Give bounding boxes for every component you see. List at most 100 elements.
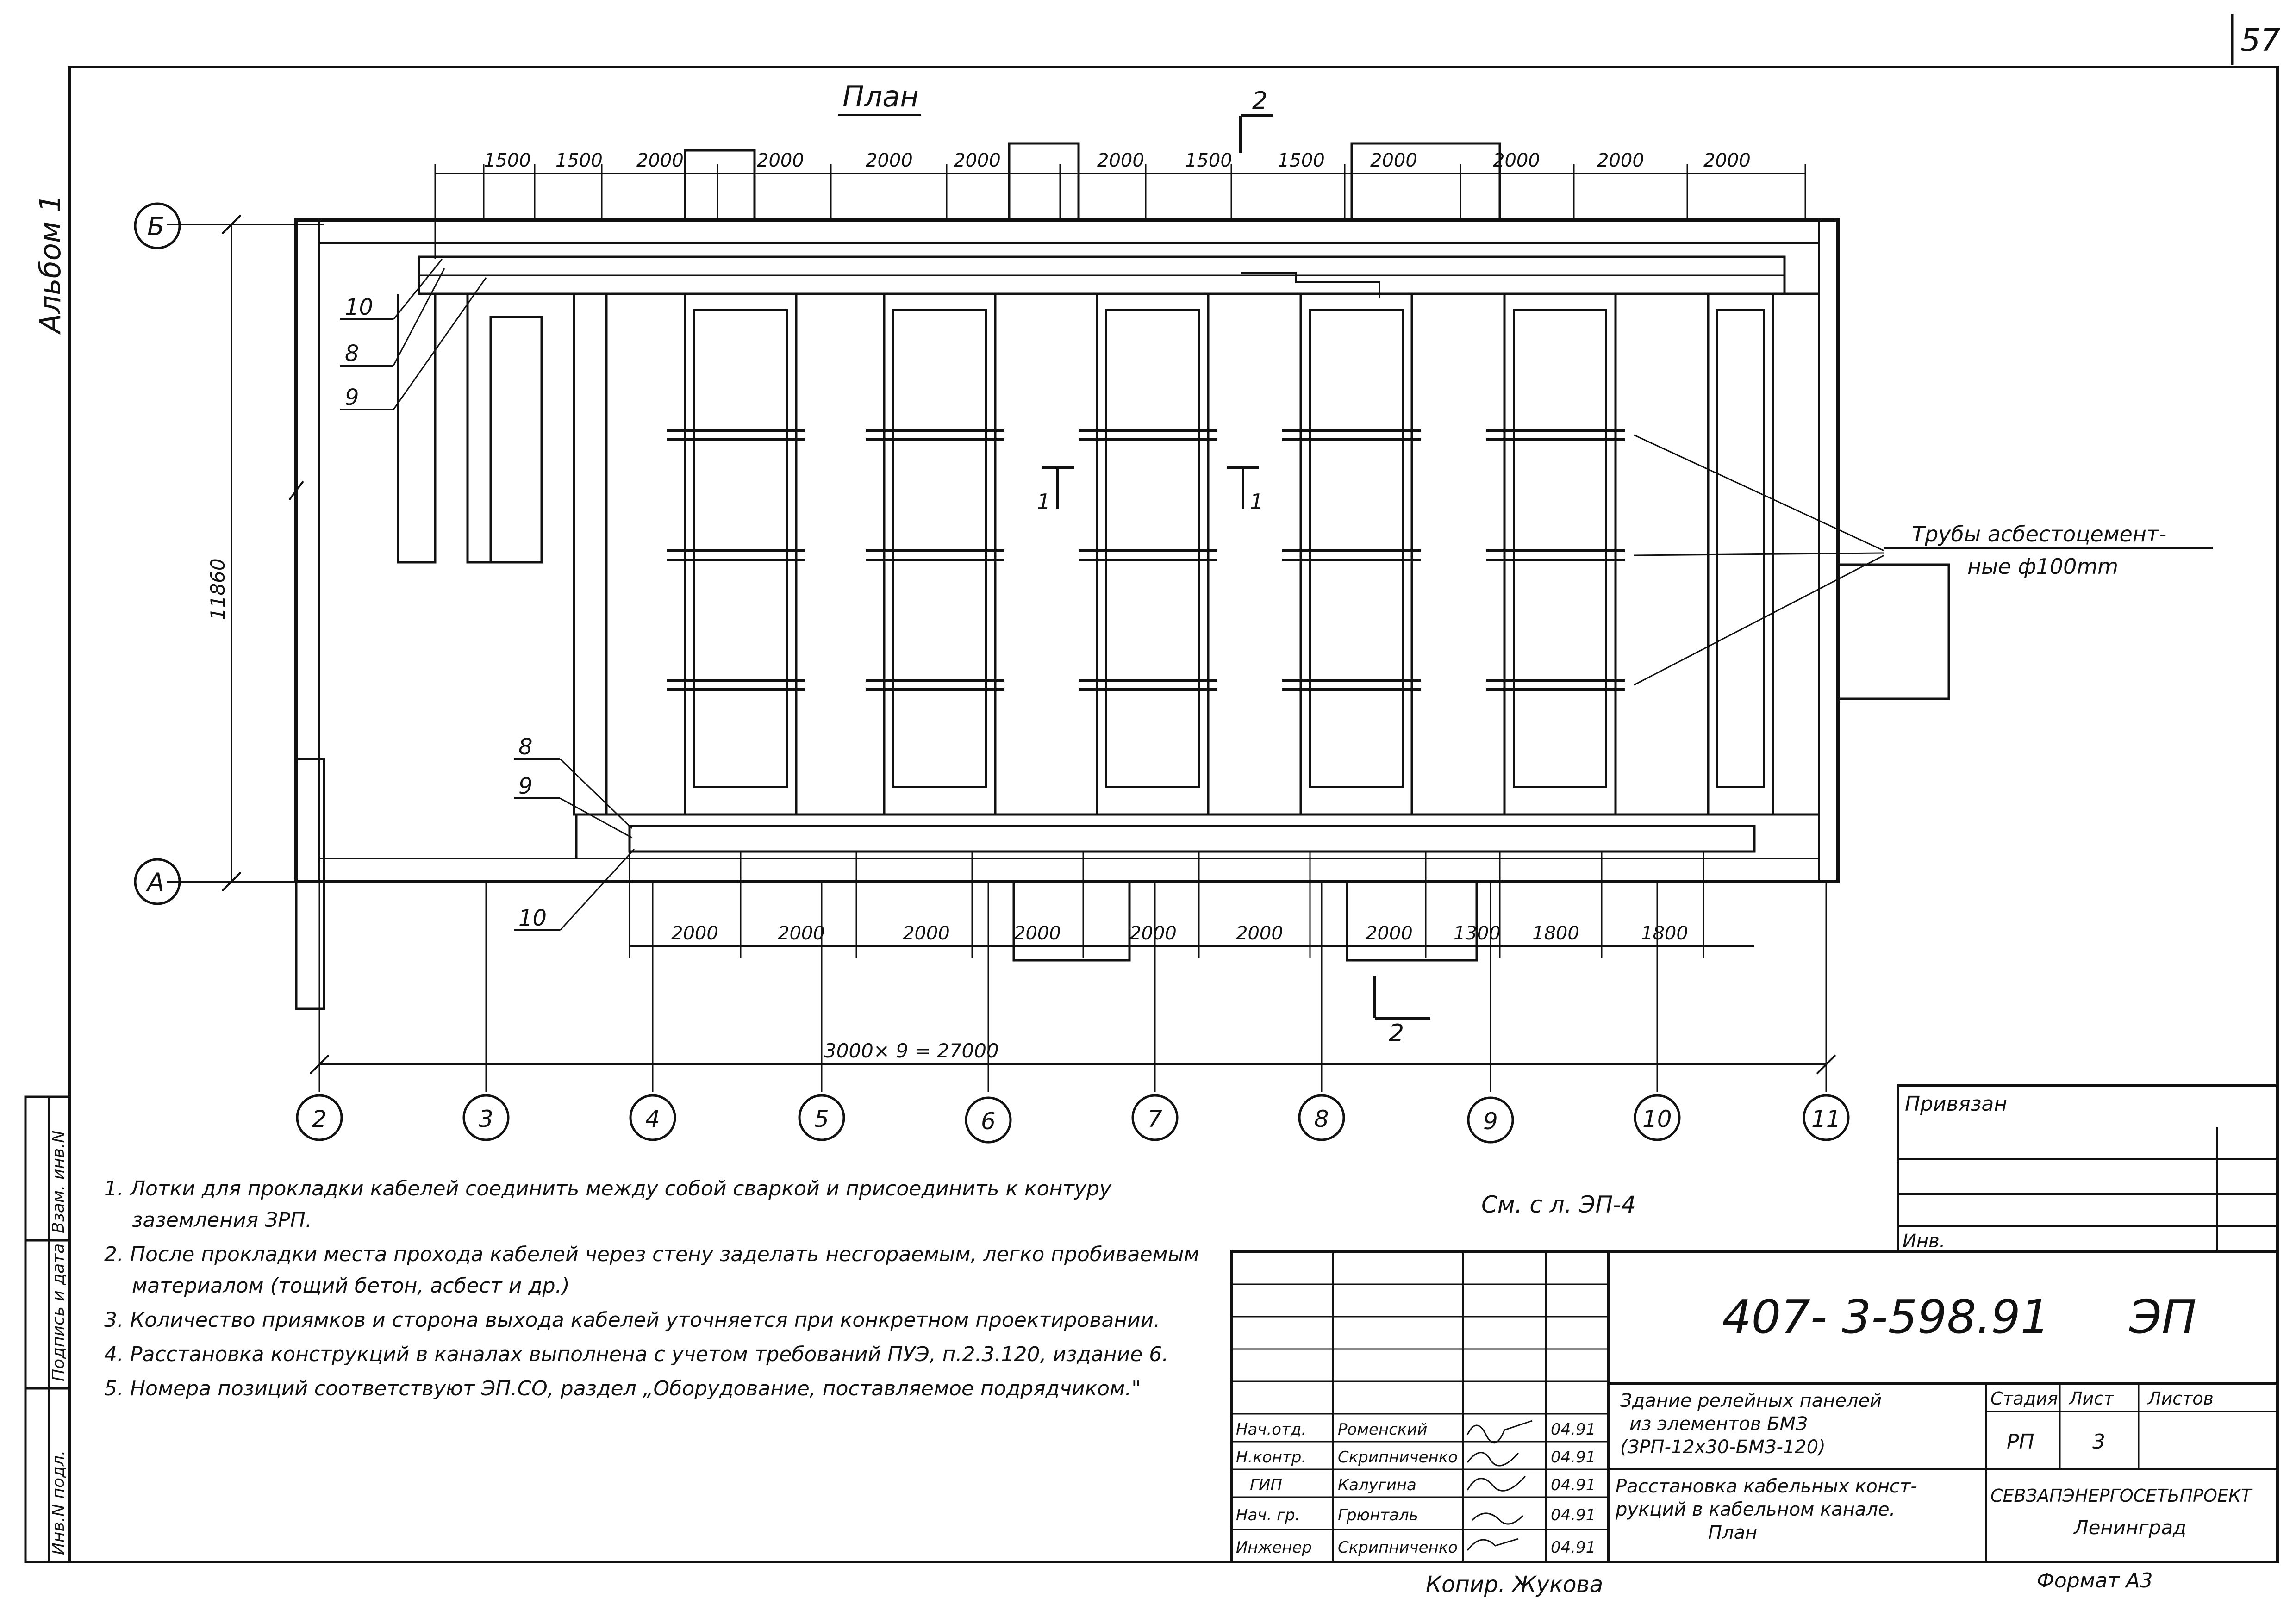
panel-frames — [684, 292, 1774, 816]
drawing-frame — [68, 66, 2279, 1563]
axis-number-11: 11 — [1811, 1106, 1841, 1132]
person-date-3: 04.91 — [1551, 1476, 1596, 1494]
object-line-3: (ЗРП-12х30-БМЗ-120) — [1620, 1436, 1826, 1458]
axis-number-8: 8 — [1314, 1106, 1329, 1132]
top-dim-13: 2000 — [1703, 150, 1751, 171]
top-pits — [684, 142, 1501, 220]
left-strip: Взам. инв.N Подпись и дата Инв.N подл. — [24, 1095, 71, 1563]
inv-label: Инв. — [1903, 1231, 1945, 1252]
signature-1 — [1466, 1420, 1533, 1444]
note-1: 1. Лотки для прокладки кабелей соединить… — [104, 1177, 1111, 1232]
bottom-dim-4: 2000 — [1014, 923, 1061, 944]
note-4: 4. Расстановка конструкций в каналах вып… — [104, 1343, 1169, 1366]
top-dim-2: 1500 — [555, 150, 603, 171]
bottom-dim-5: 2000 — [1129, 923, 1177, 944]
sheets-label: Листов — [2147, 1388, 2214, 1409]
bottom-dim-3: 2000 — [903, 923, 950, 944]
person-date-5: 04.91 — [1551, 1538, 1596, 1557]
left-strip-label-3: Инв.N подл. — [49, 1450, 68, 1555]
callout-top-8: 8 — [345, 341, 359, 367]
note-3: 3. Количество приямков и сторона выхода … — [104, 1308, 1160, 1332]
sheet-title-line-2: рукций в кабельном канале. — [1615, 1499, 1895, 1520]
person-role-4: Нач. гр. — [1236, 1506, 1300, 1524]
axis-bubble-b — [134, 202, 181, 249]
top-dim-1: 1500 — [484, 150, 531, 171]
axis-number-10: 10 — [1642, 1106, 1672, 1132]
axis-number-6: 6 — [981, 1108, 996, 1135]
axis-letter-a: А — [146, 868, 164, 897]
org-city: Ленинград — [2073, 1516, 2186, 1539]
doc-mark: ЭП — [2129, 1290, 2196, 1344]
person-name-3: Калугина — [1338, 1476, 1416, 1494]
signature-4 — [1471, 1512, 1524, 1525]
signature-3 — [1466, 1475, 1526, 1492]
bottom-pits — [1012, 882, 1478, 962]
person-name-4: Грюнталь — [1338, 1506, 1418, 1524]
stage-label: Стадия — [1990, 1388, 2058, 1409]
pipe-leader: Трубы асбестоцемент- ные ф100mm — [1634, 434, 2213, 686]
person-date-1: 04.91 — [1551, 1420, 1596, 1439]
privyazan-label: Привязан — [1905, 1092, 2007, 1116]
callouts-top: 10 8 9 — [340, 259, 487, 410]
sheet-title-line-3: План — [1708, 1522, 1757, 1543]
section-marks: 2 1 1 2 — [1037, 87, 1430, 1047]
bottom-dim-7: 2000 — [1366, 923, 1413, 944]
callout-top-10: 10 — [345, 294, 373, 320]
plan-title: План — [842, 80, 919, 113]
person-name-2: Скрипниченко — [1338, 1448, 1458, 1467]
height-dim-label: 11860 — [206, 558, 229, 620]
section-mark-bottom-2: 2 — [1389, 1020, 1404, 1047]
overall-dim-label: 3000× 9 = 27000 — [824, 1039, 999, 1062]
note-5: 5. Номера позиций соответствуют ЭП.СО, р… — [104, 1377, 1141, 1400]
bottom-dimension-chain: 2000 2000 2000 2000 2000 2000 2000 1300 … — [629, 833, 1754, 958]
top-dimension-chain: 1500 1500 2000 2000 2000 2000 2000 1500 … — [434, 150, 1806, 259]
album-label: Альбом 1 — [33, 194, 67, 335]
doc-code: 407- 3-598.91 — [1722, 1290, 2050, 1344]
bottom-dim-10: 1800 — [1641, 923, 1688, 944]
pipe-groups — [667, 429, 1625, 691]
left-niche — [397, 294, 543, 564]
privyazan-block: Привязан Инв. — [1897, 1084, 2279, 1253]
sheet-number: 57 — [2240, 22, 2281, 59]
pipe-label-line-1: Трубы асбестоцемент- — [1912, 522, 2166, 547]
axis-number-7: 7 — [1148, 1106, 1162, 1132]
top-dim-4: 2000 — [757, 150, 804, 171]
axis-number-3: 3 — [479, 1106, 493, 1132]
top-dim-11: 2000 — [1493, 150, 1540, 171]
top-dim-3: 2000 — [636, 150, 684, 171]
bottom-dim-9: 1800 — [1532, 923, 1579, 944]
overall-dimension: 3000× 9 = 27000 — [309, 1039, 1836, 1075]
callout-bottom-9: 9 — [518, 773, 533, 799]
object-line-2: из элементов БМЗ — [1629, 1413, 1808, 1435]
left-strip-label-2: Подпись и дата — [49, 1244, 68, 1381]
sheet-label: Лист — [2068, 1388, 2115, 1409]
building-plan — [288, 142, 1950, 1010]
top-dim-5: 2000 — [866, 150, 913, 171]
axis-number-5: 5 — [814, 1106, 829, 1132]
sheet-title-line-1: Расстановка кабельных конст- — [1616, 1476, 1917, 1497]
see-reference: См. с л. ЭП-4 — [1481, 1191, 1636, 1218]
top-dim-9: 1500 — [1278, 150, 1325, 171]
top-dim-6: 2000 — [954, 150, 1001, 171]
signature-2 — [1466, 1452, 1519, 1467]
bottom-dim-6: 2000 — [1236, 923, 1283, 944]
top-dim-8: 1500 — [1185, 150, 1232, 171]
left-strip-label-1: Взам. инв.N — [49, 1131, 68, 1233]
callout-bottom-10: 10 — [518, 905, 547, 931]
section-mark-top-2: 2 — [1252, 87, 1267, 115]
person-name-5: Скрипниченко — [1338, 1538, 1458, 1557]
callouts-bottom: 8 9 10 — [514, 734, 635, 931]
axis-grid: Б А 2 3 4 5 6 7 8 9 10 11 — [134, 202, 1850, 1144]
bottom-cable-channel — [628, 825, 1756, 853]
person-role-1: Нач.отд. — [1236, 1420, 1306, 1439]
copier-label: Копир. Жукова — [1426, 1572, 1603, 1598]
axis-letter-b: Б — [147, 212, 164, 241]
signature-5 — [1466, 1538, 1519, 1551]
axis-bubble-a — [134, 858, 181, 905]
stage-value: РП — [2007, 1430, 2034, 1454]
bottom-dim-2: 2000 — [778, 923, 825, 944]
general-notes: 1. Лотки для прокладки кабелей соединить… — [104, 1173, 1206, 1407]
section-mark-left-1: 1 — [1037, 489, 1050, 514]
person-role-5: Инженер — [1236, 1538, 1312, 1557]
